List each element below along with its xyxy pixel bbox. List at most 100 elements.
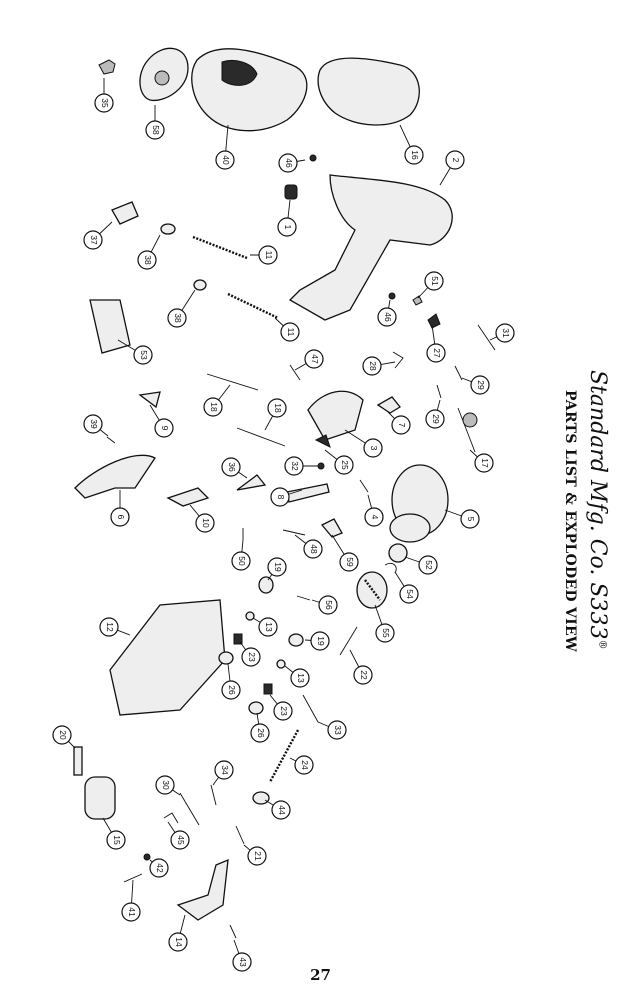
part-28	[392, 351, 404, 369]
callout-29: 29	[461, 375, 490, 395]
part-13-a	[245, 611, 255, 621]
callout-number: 15	[112, 835, 122, 845]
callout-circle	[267, 557, 287, 577]
callout-number: 52	[424, 560, 434, 570]
callout-number: 51	[430, 276, 440, 286]
registered-mark: ®	[596, 639, 608, 650]
callout-19: 19	[304, 631, 330, 651]
callout-number: 34	[220, 765, 230, 775]
callout-30: 30	[155, 775, 181, 796]
part-grip-40	[191, 48, 308, 132]
callout-circle	[303, 539, 323, 559]
callout-number: 12	[105, 622, 115, 632]
callout-circle	[168, 932, 188, 952]
callout-2: 2	[439, 150, 465, 186]
callout-circle	[271, 800, 291, 820]
part-25	[314, 434, 331, 448]
manual-title: Standard Mfg. Co. S333®	[585, 370, 610, 650]
part-trigger-6	[74, 454, 156, 499]
callout-38: 38	[167, 289, 196, 328]
callout-number: 55	[381, 628, 391, 638]
part-38-b	[193, 279, 207, 291]
callout-35: 35	[94, 78, 114, 113]
callout-number: 8	[276, 495, 286, 500]
callout-number: 3	[369, 446, 379, 451]
callout-50: 50	[231, 539, 251, 571]
callout-circle	[364, 507, 384, 527]
part-44	[252, 791, 270, 805]
callout-number: 6	[116, 515, 126, 520]
callout-number: 23	[247, 652, 257, 662]
callout-number: 19	[273, 562, 283, 572]
callout-number: 26	[256, 728, 266, 738]
callout-23: 23	[239, 641, 261, 667]
callout-circle	[221, 457, 241, 477]
callout-number: 29	[431, 414, 441, 424]
callout-circle	[149, 858, 169, 878]
callout-number: 40	[221, 155, 231, 165]
callout-circle	[495, 323, 515, 343]
callout-number: 38	[143, 255, 153, 265]
callout-number: 22	[359, 670, 369, 680]
callout-circle	[270, 487, 290, 507]
callout-6: 6	[110, 490, 130, 527]
callout-circle	[83, 230, 103, 250]
callout-46: 46	[278, 153, 306, 173]
callout-circle	[362, 356, 382, 376]
callout-circle	[221, 680, 241, 700]
callout-number: 38	[173, 313, 183, 323]
callout-circle	[258, 245, 278, 265]
callout-number: 53	[139, 350, 149, 360]
part-27	[427, 313, 441, 329]
page-number: 27	[310, 966, 331, 984]
callout-36: 36	[221, 457, 248, 479]
callout-number: 18	[209, 402, 219, 412]
callout-circle	[290, 668, 310, 688]
callout-18: 18	[203, 384, 231, 417]
callout-number: 10	[201, 518, 211, 528]
part-56	[296, 595, 311, 601]
callout-number: 26	[227, 685, 237, 695]
callout-number: 13	[296, 673, 306, 683]
part-38-a	[160, 223, 176, 235]
part-spring-11-a	[192, 235, 248, 260]
callout-number: 11	[264, 251, 274, 260]
callout-25: 25	[324, 449, 354, 475]
callout-9: 9	[149, 404, 174, 438]
callout-37: 37	[83, 221, 113, 250]
callout-32: 32	[284, 456, 318, 476]
callout-circle	[363, 438, 383, 458]
part-47	[289, 364, 301, 381]
callout-51: 51	[417, 271, 444, 299]
part-1	[284, 184, 298, 200]
callout-circle	[170, 830, 190, 850]
callout-number: 18	[273, 403, 283, 413]
callout-3: 3	[344, 429, 383, 458]
part-54	[384, 562, 397, 574]
part-20	[73, 746, 83, 776]
callout-number: 48	[309, 544, 319, 554]
callout-12: 12	[99, 617, 131, 637]
part-grip-16	[317, 57, 420, 126]
part-30	[179, 792, 200, 826]
callout-circle	[377, 307, 397, 327]
callout-52: 52	[404, 555, 438, 575]
callout-circle	[258, 617, 278, 637]
part-45	[163, 812, 179, 824]
callout-20: 20	[52, 725, 76, 749]
callout-number: 16	[410, 150, 420, 160]
callout-4: 4	[364, 494, 384, 527]
part-cartridges-53	[89, 299, 131, 354]
callout-circle	[445, 150, 465, 170]
callout-circle	[167, 308, 187, 328]
callout-circle	[83, 414, 103, 434]
part-31	[477, 324, 496, 351]
title-block: Standard Mfg. Co. S333® PARTS LIST & EXP…	[560, 370, 620, 670]
callout-circle	[133, 345, 153, 365]
part-18-a	[206, 373, 259, 391]
callout-circle	[137, 250, 157, 270]
callout-number: 33	[333, 725, 343, 735]
